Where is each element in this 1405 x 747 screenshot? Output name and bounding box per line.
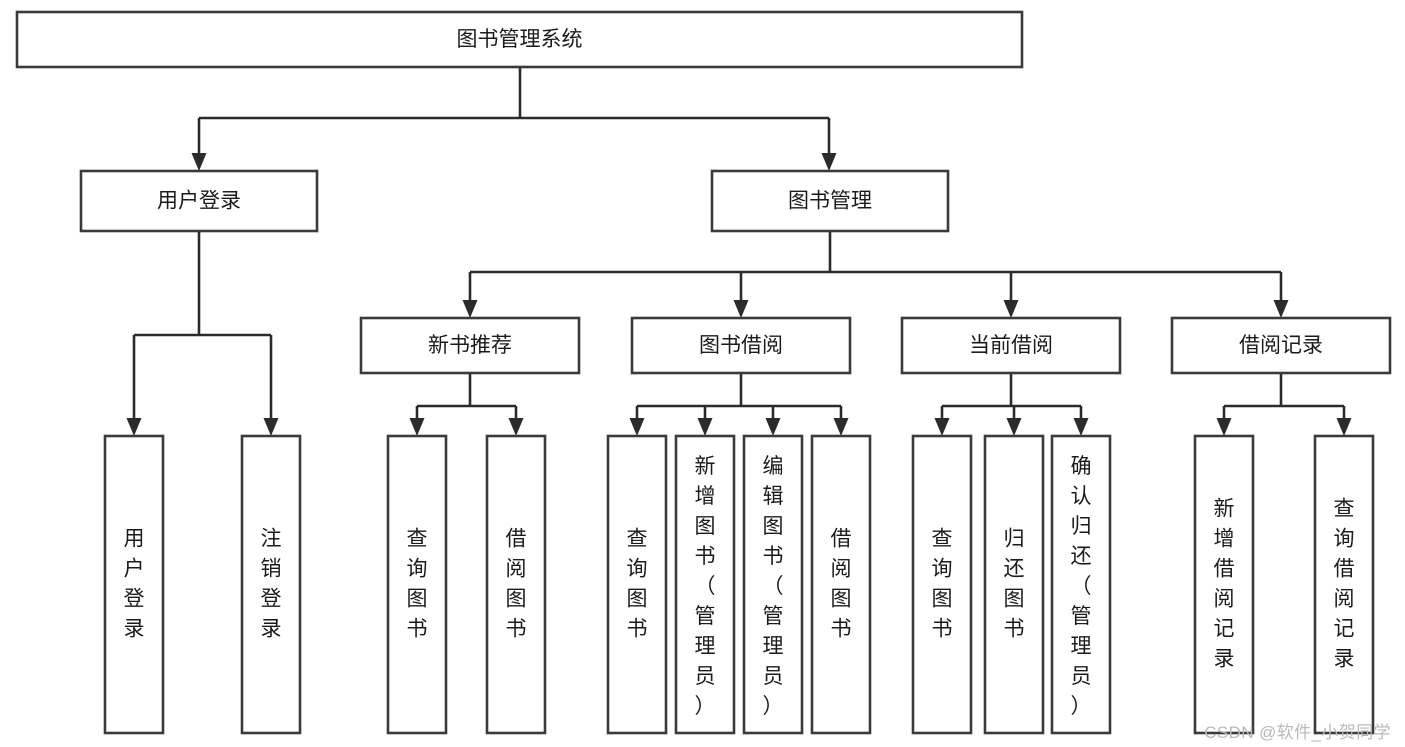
node-root-图书管理系统[interactable]: 图书管理系统 <box>15 10 1024 69</box>
node-leaf-return-book[interactable]: 归还图书 <box>983 434 1045 735</box>
edge-book-manage-to-current-borrow <box>1003 272 1019 318</box>
node-box[interactable] <box>386 434 448 735</box>
node-leaf-confirm-return[interactable]: 确认归还（管理员） <box>1050 434 1112 735</box>
node-box[interactable] <box>359 316 581 375</box>
node-box[interactable] <box>103 434 165 735</box>
node-box[interactable] <box>983 434 1045 735</box>
node-leaf-query-book-cur[interactable]: 查询图书 <box>911 434 973 735</box>
node-label: 查询图书 <box>932 527 953 640</box>
node-label: 编辑图书（管理员） <box>763 455 784 718</box>
node-box[interactable] <box>1313 434 1375 735</box>
edge-new-book-rec-to-leaf-borrow-book-rec <box>508 406 524 436</box>
node-box[interactable] <box>1193 434 1255 735</box>
node-box[interactable] <box>710 169 950 233</box>
node-box[interactable] <box>810 434 872 735</box>
edge-book-manage-to-borrow-record <box>1273 272 1289 318</box>
node-label: 查询借阅记录 <box>1334 497 1355 670</box>
node-leaf-add-record[interactable]: 新增借阅记录 <box>1193 434 1255 735</box>
edge-book-manage-to-new-book-rec <box>462 272 478 318</box>
node-layer: 图书管理系统用户登录图书管理新书推荐图书借阅当前借阅借阅记录用户登录注销登录查询… <box>15 10 1392 735</box>
edge-book-manage-to-book-borrow <box>733 272 749 318</box>
node-leaf-borrow-book[interactable]: 借阅图书 <box>810 434 872 735</box>
node-label: 用户登录 <box>157 190 241 213</box>
node-label: 图书管理 <box>788 190 872 213</box>
edge-new-book-rec-to-leaf-query-book-rec <box>409 406 425 436</box>
connector-borrow-record-bus <box>1224 373 1344 408</box>
node-box[interactable] <box>485 434 547 735</box>
edge-current-borrow-to-leaf-return-book <box>1006 406 1022 436</box>
edge-root-to-book-manage <box>821 118 837 171</box>
connector-new-book-rec-bus <box>417 373 516 408</box>
node-label: 注销登录 <box>261 527 282 640</box>
edge-borrow-record-to-leaf-add-record <box>1216 406 1232 436</box>
node-label: 新增借阅记录 <box>1214 497 1235 670</box>
node-book-borrow[interactable]: 图书借阅 <box>630 316 852 375</box>
node-current-borrow[interactable]: 当前借阅 <box>900 316 1122 375</box>
node-box[interactable] <box>240 434 302 735</box>
edge-current-borrow-to-leaf-query-book-cur <box>934 406 950 436</box>
node-leaf-borrow-book-rec[interactable]: 借阅图书 <box>485 434 547 735</box>
node-leaf-logout[interactable]: 注销登录 <box>240 434 302 735</box>
edge-current-borrow-to-leaf-confirm-return <box>1073 406 1089 436</box>
node-box[interactable] <box>630 316 852 375</box>
node-box[interactable] <box>79 169 319 233</box>
edge-book-borrow-to-leaf-query-book-borrow <box>629 406 645 436</box>
node-book-manage[interactable]: 图书管理 <box>710 169 950 233</box>
edge-book-borrow-to-leaf-borrow-book <box>833 406 849 436</box>
connector-book-manage-bus <box>470 231 1281 274</box>
connector-user-login-bus <box>134 231 271 337</box>
node-label: 用户登录 <box>124 527 145 640</box>
node-box[interactable] <box>15 10 1024 69</box>
node-leaf-user-login[interactable]: 用户登录 <box>103 434 165 735</box>
edge-root-to-user-login <box>191 118 207 171</box>
node-label: 新增图书（管理员） <box>695 455 716 718</box>
node-box[interactable] <box>900 316 1122 375</box>
node-box[interactable] <box>1050 434 1112 735</box>
node-label: 借阅图书 <box>506 527 527 640</box>
node-leaf-query-book-rec[interactable]: 查询图书 <box>386 434 448 735</box>
node-leaf-add-book[interactable]: 新增图书（管理员） <box>674 434 736 735</box>
node-label: 查询图书 <box>627 527 648 640</box>
edge-book-borrow-to-leaf-add-book <box>697 406 713 436</box>
node-box[interactable] <box>742 434 804 735</box>
node-box[interactable] <box>1170 316 1392 375</box>
node-label: 新书推荐 <box>428 334 512 357</box>
connector-current-borrow-bus <box>942 373 1081 408</box>
node-box[interactable] <box>911 434 973 735</box>
node-label: 确认归还（管理员） <box>1071 455 1092 718</box>
edge-borrow-record-to-leaf-query-record <box>1336 406 1352 436</box>
connector-book-borrow-bus <box>637 373 841 408</box>
node-borrow-record[interactable]: 借阅记录 <box>1170 316 1392 375</box>
edge-user-login-to-leaf-logout <box>263 335 279 436</box>
node-box[interactable] <box>674 434 736 735</box>
edge-book-borrow-to-leaf-edit-book <box>765 406 781 436</box>
node-label: 归还图书 <box>1004 527 1025 640</box>
node-user-login[interactable]: 用户登录 <box>79 169 319 233</box>
node-label: 图书借阅 <box>699 334 783 357</box>
node-leaf-query-book-borrow[interactable]: 查询图书 <box>606 434 668 735</box>
edge-user-login-to-leaf-user-login <box>126 335 142 436</box>
node-box[interactable] <box>606 434 668 735</box>
connector-root-bus <box>199 67 829 120</box>
node-label: 当前借阅 <box>969 334 1053 357</box>
connector-layer <box>126 67 1352 436</box>
node-label: 查询图书 <box>407 527 428 640</box>
node-leaf-query-record[interactable]: 查询借阅记录 <box>1313 434 1375 735</box>
node-label: 借阅图书 <box>831 527 852 640</box>
node-label: 图书管理系统 <box>457 28 583 51</box>
node-leaf-edit-book[interactable]: 编辑图书（管理员） <box>742 434 804 735</box>
node-label: 借阅记录 <box>1239 334 1323 357</box>
node-new-book-rec[interactable]: 新书推荐 <box>359 316 581 375</box>
